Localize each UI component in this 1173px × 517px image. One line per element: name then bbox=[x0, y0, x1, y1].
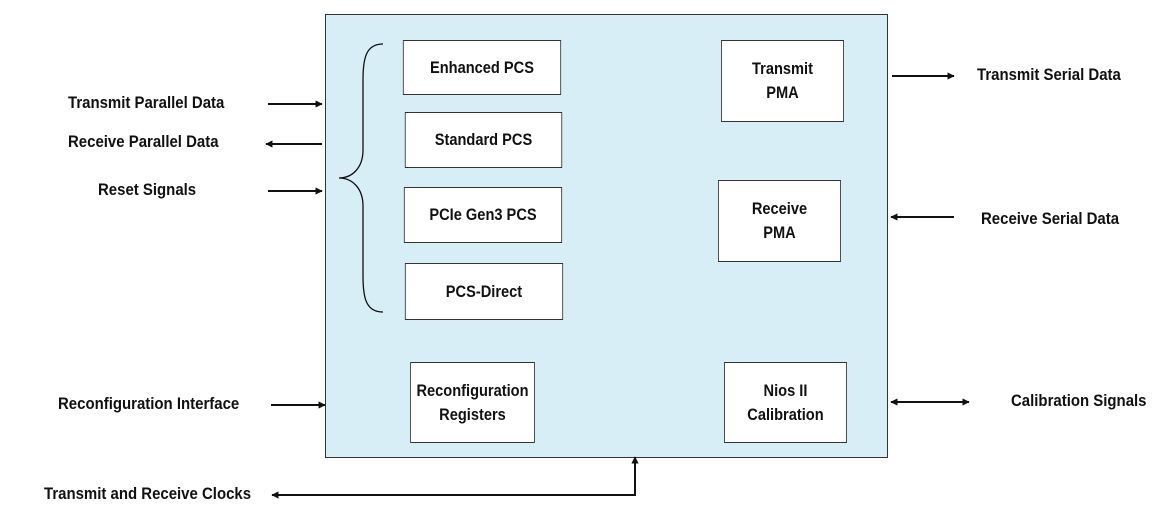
transmit-serial-data-label: Transmit Serial Data bbox=[977, 65, 1121, 84]
standard-pcs-label: Standard PCS bbox=[434, 130, 533, 150]
clocks-arrow bbox=[271, 456, 639, 499]
pcie-gen3-pcs-label: PCIe Gen3 PCS bbox=[429, 205, 537, 225]
nios-calibration-label: Nios II Calibration bbox=[747, 380, 824, 424]
enhanced-pcs-block: Enhanced PCS bbox=[402, 40, 562, 95]
pcie-gen3-pcs-block: PCIe Gen3 PCS bbox=[403, 187, 563, 243]
nios-calibration-block: Nios II Calibration bbox=[724, 362, 847, 443]
receive-pma-label: Receive PMA bbox=[751, 199, 808, 242]
transmit-pma-label: Transmit PMA bbox=[752, 59, 813, 102]
pcs-direct-block: PCS-Direct bbox=[404, 263, 564, 320]
enhanced-pcs-label: Enhanced PCS bbox=[429, 57, 534, 77]
pcs-direct-label: PCS-Direct bbox=[445, 281, 523, 301]
transmit-pma-block: Transmit PMA bbox=[721, 40, 844, 122]
transmit-receive-clocks-label: Transmit and Receive Clocks bbox=[44, 484, 252, 503]
receive-parallel-data-label: Receive Parallel Data bbox=[68, 132, 219, 151]
reconfiguration-interface-label: Reconfiguration Interface bbox=[58, 394, 240, 413]
reconfiguration-registers-label: Reconfiguration Registers bbox=[416, 380, 529, 424]
reconfiguration-registers-block: Reconfiguration Registers bbox=[410, 362, 535, 443]
receive-serial-data-label: Receive Serial Data bbox=[981, 209, 1120, 228]
calibration-signals-label: Calibration Signals bbox=[1011, 391, 1147, 410]
receive-pma-block: Receive PMA bbox=[718, 180, 841, 262]
reset-signals-label: Reset Signals bbox=[98, 180, 197, 199]
transmit-parallel-data-label: Transmit Parallel Data bbox=[68, 93, 225, 112]
standard-pcs-block: Standard PCS bbox=[404, 112, 563, 168]
